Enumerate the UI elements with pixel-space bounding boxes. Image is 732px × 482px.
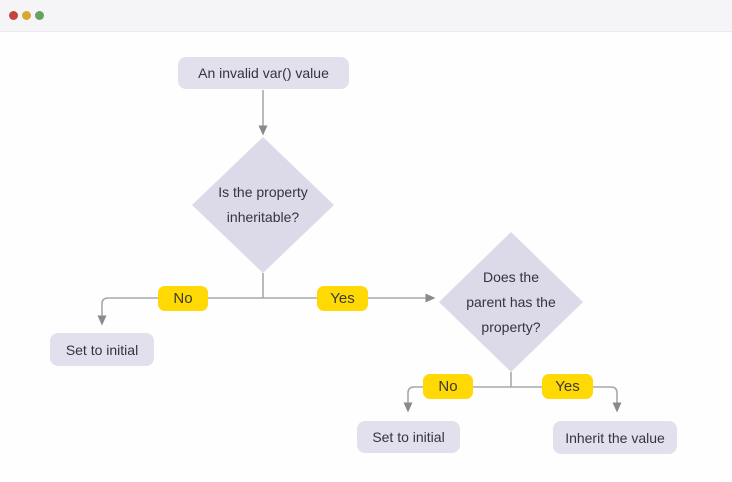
- edge-no-to-set-initial-bottom: [403, 386, 511, 413]
- window-titlebar: [0, 0, 732, 32]
- decision1-diamond-shape: [192, 137, 334, 273]
- close-window-button[interactable]: [9, 11, 18, 20]
- node-invalid-var-value: An invalid var() value: [178, 57, 349, 89]
- node-inherit-the-value: Inherit the value: [553, 421, 677, 454]
- node-set-to-initial-bottom: Set to initial: [357, 421, 460, 453]
- node-decision-parent-property: Does the parent has the property?: [439, 232, 583, 372]
- window-controls: [9, 11, 44, 20]
- minimize-window-button[interactable]: [22, 11, 31, 20]
- decision2-line1: Does the: [482, 268, 540, 285]
- badge-no-branch2: No: [423, 374, 473, 399]
- decision2-line3: property?: [481, 318, 541, 335]
- edge-no-to-set-initial-left: [97, 297, 263, 326]
- node-set-to-initial-left: Set to initial: [50, 333, 154, 366]
- badge-no-branch1: No: [158, 286, 208, 311]
- decision2-line2: parent has the: [466, 293, 556, 310]
- badge-yes-branch2: Yes: [542, 374, 593, 399]
- decision1-line1: Is the property: [218, 184, 308, 200]
- edge-yes-to-inherit-value: [511, 386, 622, 413]
- decision1-line2: inheritable?: [226, 209, 300, 225]
- node-decision-inheritable: Is the property inheritable?: [192, 137, 334, 273]
- zoom-window-button[interactable]: [35, 11, 44, 20]
- decision2-diamond-shape: [439, 232, 583, 372]
- badge-yes-branch1: Yes: [317, 286, 368, 311]
